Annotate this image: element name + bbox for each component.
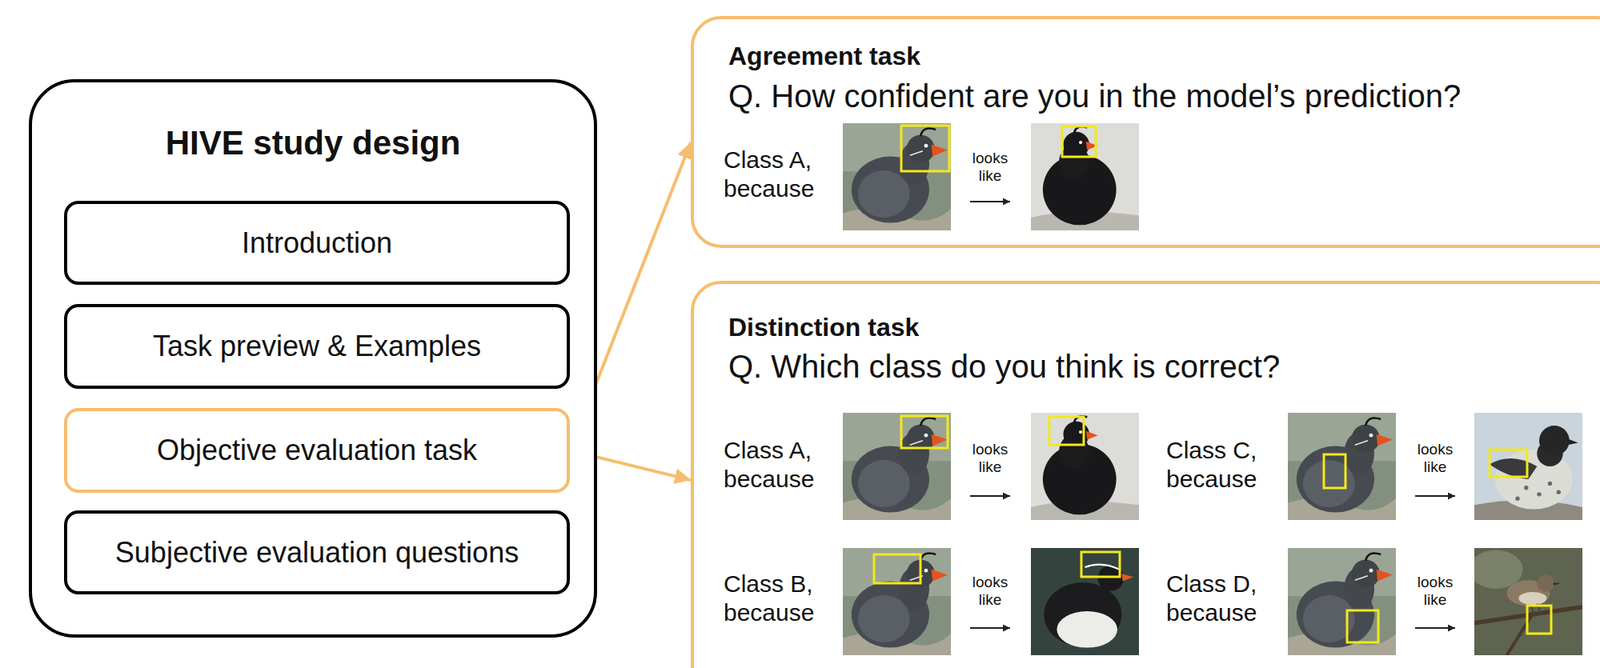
looks-like-label: looks like bbox=[966, 149, 1015, 185]
looks-like-arrow bbox=[1415, 495, 1456, 498]
highlight-box bbox=[1489, 449, 1528, 478]
step-label: Task preview & Examples bbox=[152, 329, 482, 363]
study-design-frame: HIVE study designIntroductionTask previe… bbox=[28, 79, 598, 638]
task-heading: Distinction task bbox=[728, 312, 919, 343]
class-label: Class A, because bbox=[723, 145, 828, 204]
task-question: Q. Which class do you think is correct? bbox=[728, 348, 1280, 385]
highlight-box bbox=[1527, 605, 1552, 634]
prototype-image bbox=[1468, 548, 1583, 656]
step-box: Subjective evaluation questions bbox=[64, 510, 570, 595]
task-heading: Agreement task bbox=[728, 41, 921, 72]
looks-like-arrow bbox=[970, 627, 1011, 630]
highlight-box bbox=[1049, 417, 1084, 446]
highlight-box bbox=[1081, 552, 1120, 578]
looks-like-arrow bbox=[970, 200, 1011, 203]
looks-like-label: looks like bbox=[966, 441, 1015, 477]
step-label: Subjective evaluation questions bbox=[115, 536, 519, 570]
query-image bbox=[1287, 548, 1396, 656]
step-box: Objective evaluation task bbox=[64, 408, 570, 494]
looks-like-label: looks like bbox=[966, 573, 1015, 610]
prototype-image bbox=[1474, 413, 1583, 521]
highlight-box bbox=[1062, 126, 1096, 157]
prototype-image bbox=[1030, 548, 1139, 656]
task-question: Q. How confident are you in the model’s … bbox=[728, 77, 1461, 115]
query-image bbox=[1287, 413, 1396, 521]
highlight-box bbox=[901, 416, 948, 449]
query-image bbox=[842, 548, 951, 656]
highlight-box bbox=[1347, 610, 1379, 643]
prototype-image bbox=[1030, 123, 1139, 231]
query-image bbox=[842, 413, 951, 521]
step-label: Objective evaluation task bbox=[156, 433, 478, 467]
task-panel: Distinction task Q. Which class do you th… bbox=[690, 280, 1600, 668]
frame-title: HIVE study design bbox=[32, 124, 594, 163]
class-label: Class D, because bbox=[1166, 569, 1271, 628]
step-box: Introduction bbox=[64, 200, 570, 285]
looks-like-label: looks like bbox=[1411, 441, 1460, 477]
highlight-box bbox=[901, 125, 950, 172]
highlight-box bbox=[1323, 454, 1346, 489]
looks-like-arrow bbox=[1415, 627, 1456, 630]
highlight-box bbox=[874, 554, 921, 584]
class-label: Class A, because bbox=[723, 436, 828, 494]
step-box: Task preview & Examples bbox=[64, 304, 570, 389]
class-label: Class B, because bbox=[723, 569, 828, 628]
step-label: Introduction bbox=[241, 226, 393, 260]
prototype-image bbox=[1030, 413, 1139, 521]
query-image bbox=[842, 123, 951, 231]
task-panel: Agreement task Q. How confident are you i… bbox=[690, 16, 1600, 249]
looks-like-label: looks like bbox=[1411, 573, 1460, 610]
looks-like-arrow bbox=[970, 495, 1011, 498]
class-label: Class C, because bbox=[1166, 436, 1271, 494]
